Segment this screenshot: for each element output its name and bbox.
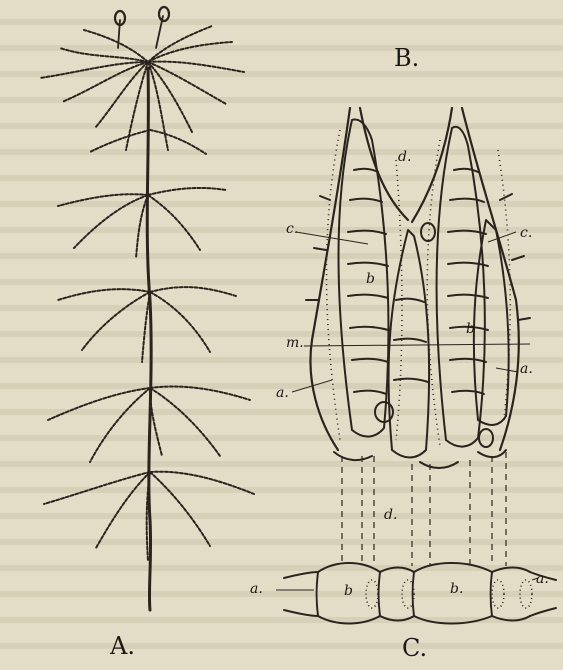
label-d-middle: d. [384,508,397,522]
label-a-left: a. [276,386,289,400]
label-c-left: c. [286,222,298,236]
label-m-left: m. [286,336,304,350]
label-d-top: d. [398,150,411,164]
label-b-cell: b [366,272,375,286]
label-b-cross-right: b. [450,582,463,596]
panel-a-label: A. [110,634,135,658]
label-b-cell-right: b [466,322,475,336]
label-a-cross-left: a. [250,582,263,596]
label-b-cross-left: b [344,584,353,598]
label-c-right: c. [520,226,532,240]
panel-c-label: C. [402,636,427,660]
label-a-cross-right: a. [536,572,549,586]
panel-b-label: B. [394,46,419,70]
label-a-right: a. [520,362,533,376]
